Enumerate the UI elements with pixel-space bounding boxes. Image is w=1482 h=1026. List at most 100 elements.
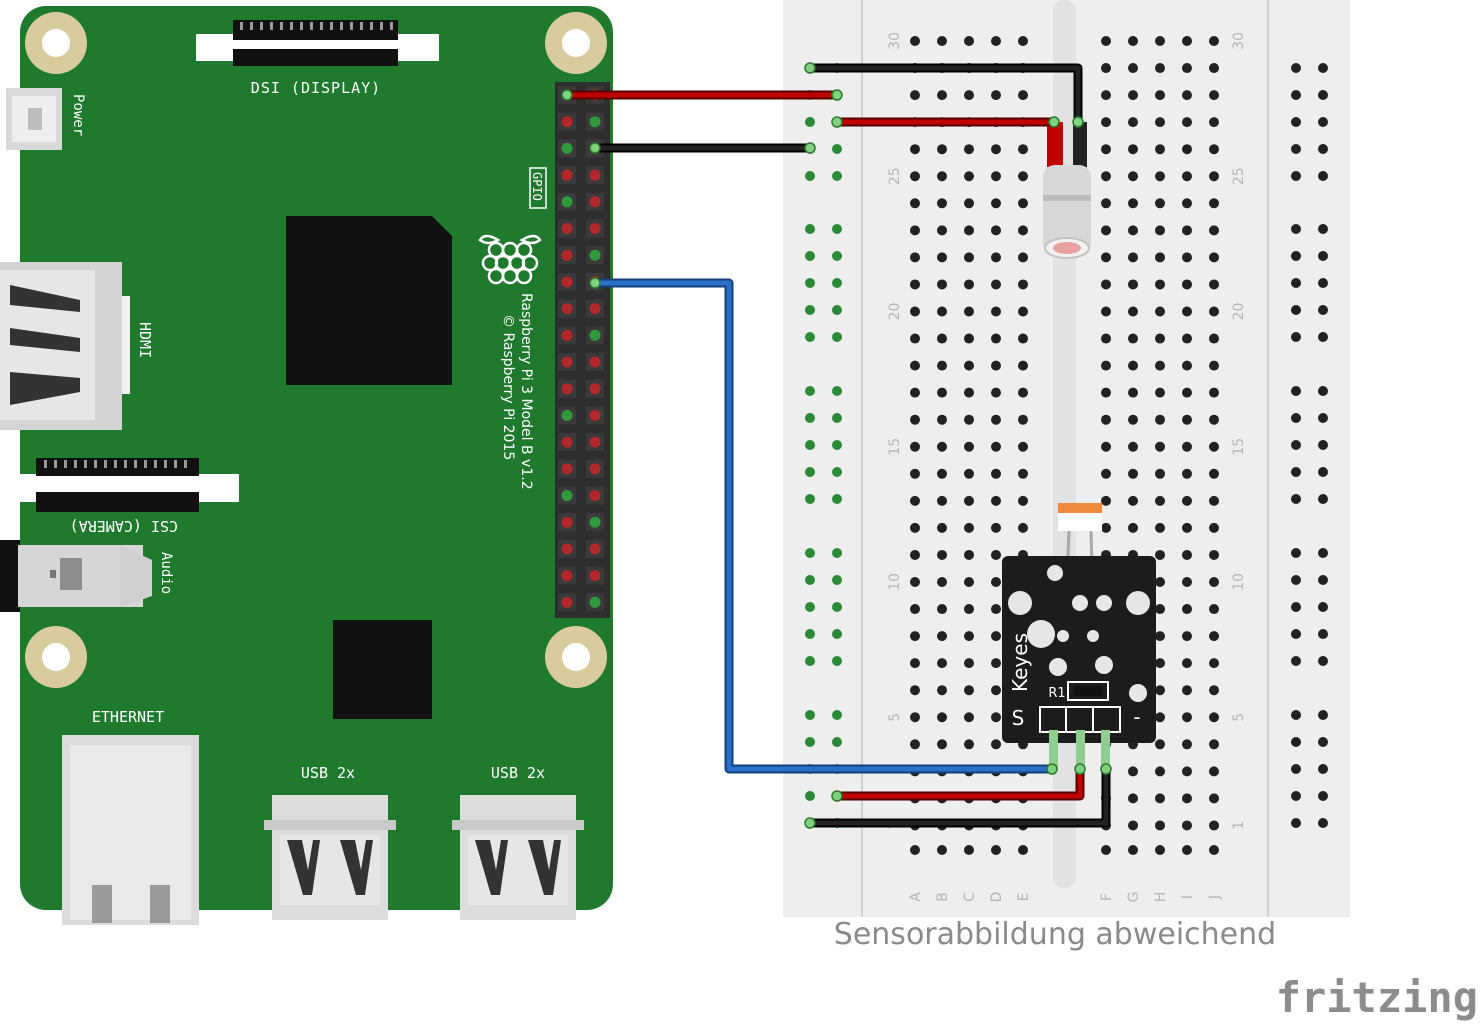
breadboard-hole xyxy=(937,171,947,182)
breadboard-hole xyxy=(937,712,947,723)
rail-hole xyxy=(1291,548,1301,558)
breadboard-hole xyxy=(1155,117,1165,128)
breadboard-hole xyxy=(964,144,974,155)
rail-hole xyxy=(1318,629,1328,639)
breadboard-hole xyxy=(937,198,947,209)
rail-hole xyxy=(1291,467,1301,477)
rail-hole xyxy=(805,413,815,423)
breadboard-hole xyxy=(1182,117,1192,128)
breadboard-hole xyxy=(991,90,1001,101)
rail-hole xyxy=(805,656,815,666)
audio-label: Audio xyxy=(158,552,174,594)
breadboard-hole xyxy=(991,441,1001,452)
rail-hole xyxy=(1318,278,1328,288)
sensor-led xyxy=(1043,122,1091,259)
breadboard-hole xyxy=(1155,63,1165,74)
rail-hole xyxy=(1291,386,1301,396)
rail-hole xyxy=(1291,710,1301,720)
rail-hole xyxy=(805,171,815,181)
breadboard-hole xyxy=(991,549,1001,560)
breadboard-hole xyxy=(1018,333,1028,344)
breadboard-hole xyxy=(1018,252,1028,263)
breadboard-hole xyxy=(1155,845,1165,855)
rail-hole xyxy=(832,602,842,612)
breadboard-hole xyxy=(910,36,920,46)
breadboard-hole xyxy=(1018,225,1028,236)
breadboard-hole xyxy=(937,360,947,371)
power-connector: Power xyxy=(6,88,86,150)
row-number: 5 xyxy=(887,713,903,722)
ethernet-label: ETHERNET xyxy=(92,708,164,726)
breadboard-hole xyxy=(937,252,947,263)
column-letter: B xyxy=(935,892,951,902)
column-letter: H xyxy=(1153,892,1169,903)
breadboard-hole xyxy=(964,306,974,317)
breadboard-hole xyxy=(1101,171,1111,182)
breadboard-hole xyxy=(910,685,920,696)
breadboard-hole xyxy=(1155,360,1165,371)
column-letter: I xyxy=(1180,895,1196,899)
breadboard-hole xyxy=(1128,820,1138,831)
breadboard-hole xyxy=(1101,522,1111,533)
rail-hole xyxy=(832,171,842,181)
breadboard-hole xyxy=(1155,441,1165,452)
rail-hole xyxy=(1318,575,1328,585)
breadboard-hole xyxy=(937,441,947,452)
column-letter: J xyxy=(1207,895,1223,900)
rail-hole xyxy=(1318,710,1328,720)
breadboard-hole xyxy=(1155,414,1165,425)
breadboard-hole xyxy=(1182,577,1192,587)
breadboard-hole xyxy=(1182,820,1192,831)
rail-hole xyxy=(1318,656,1328,666)
model-line-1: Raspberry Pi 3 Model B v1.2 xyxy=(518,293,534,490)
breadboard-hole xyxy=(1182,658,1192,669)
module-minus-label: - xyxy=(1133,705,1140,729)
breadboard-hole xyxy=(1128,522,1138,533)
breadboard-hole xyxy=(937,604,947,615)
breadboard-hole xyxy=(1209,658,1219,669)
rail-hole xyxy=(1291,144,1301,154)
column-letter: F xyxy=(1099,893,1115,901)
breadboard-hole xyxy=(910,414,920,425)
breadboard-hole xyxy=(1101,333,1111,344)
breadboard-hole xyxy=(1155,522,1165,533)
breadboard-hole xyxy=(937,658,947,669)
breadboard-hole xyxy=(1182,441,1192,452)
row-number: 15 xyxy=(887,438,903,456)
breadboard-hole xyxy=(1128,279,1138,290)
breadboard-hole xyxy=(1155,604,1165,615)
row-number: 20 xyxy=(887,303,903,321)
rail-hole xyxy=(805,224,815,234)
breadboard-hole xyxy=(964,845,974,855)
rail-hole xyxy=(832,251,842,261)
breadboard-hole xyxy=(1155,279,1165,290)
breadboard-hole xyxy=(1101,845,1111,855)
rail-hole xyxy=(1291,63,1301,73)
breadboard-hole xyxy=(910,441,920,452)
breadboard-hole xyxy=(1128,414,1138,425)
breadboard-hole xyxy=(964,549,974,560)
breadboard-hole xyxy=(1128,793,1138,804)
breadboard-hole xyxy=(1155,658,1165,669)
breadboard-hole xyxy=(1155,333,1165,344)
breadboard-hole xyxy=(1018,387,1028,398)
rail-hole xyxy=(1291,90,1301,100)
breadboard-hole xyxy=(937,387,947,398)
breadboard-hole xyxy=(1209,36,1219,46)
rail-hole xyxy=(1318,386,1328,396)
soc-chip xyxy=(286,216,452,385)
breadboard-hole xyxy=(964,171,974,182)
breadboard-hole xyxy=(937,36,947,46)
rail-hole xyxy=(1291,629,1301,639)
rail-hole xyxy=(805,737,815,747)
breadboard-hole xyxy=(910,252,920,263)
breadboard-hole xyxy=(1155,766,1165,777)
breadboard-hole xyxy=(964,333,974,344)
gpio-label: GPIO xyxy=(530,172,544,201)
breadboard-hole xyxy=(1101,144,1111,155)
hdmi-label: HDMI xyxy=(136,322,154,358)
breadboard-hole xyxy=(964,604,974,615)
breadboard-hole xyxy=(1209,198,1219,209)
pcb xyxy=(20,6,613,910)
breadboard-hole xyxy=(1128,117,1138,128)
